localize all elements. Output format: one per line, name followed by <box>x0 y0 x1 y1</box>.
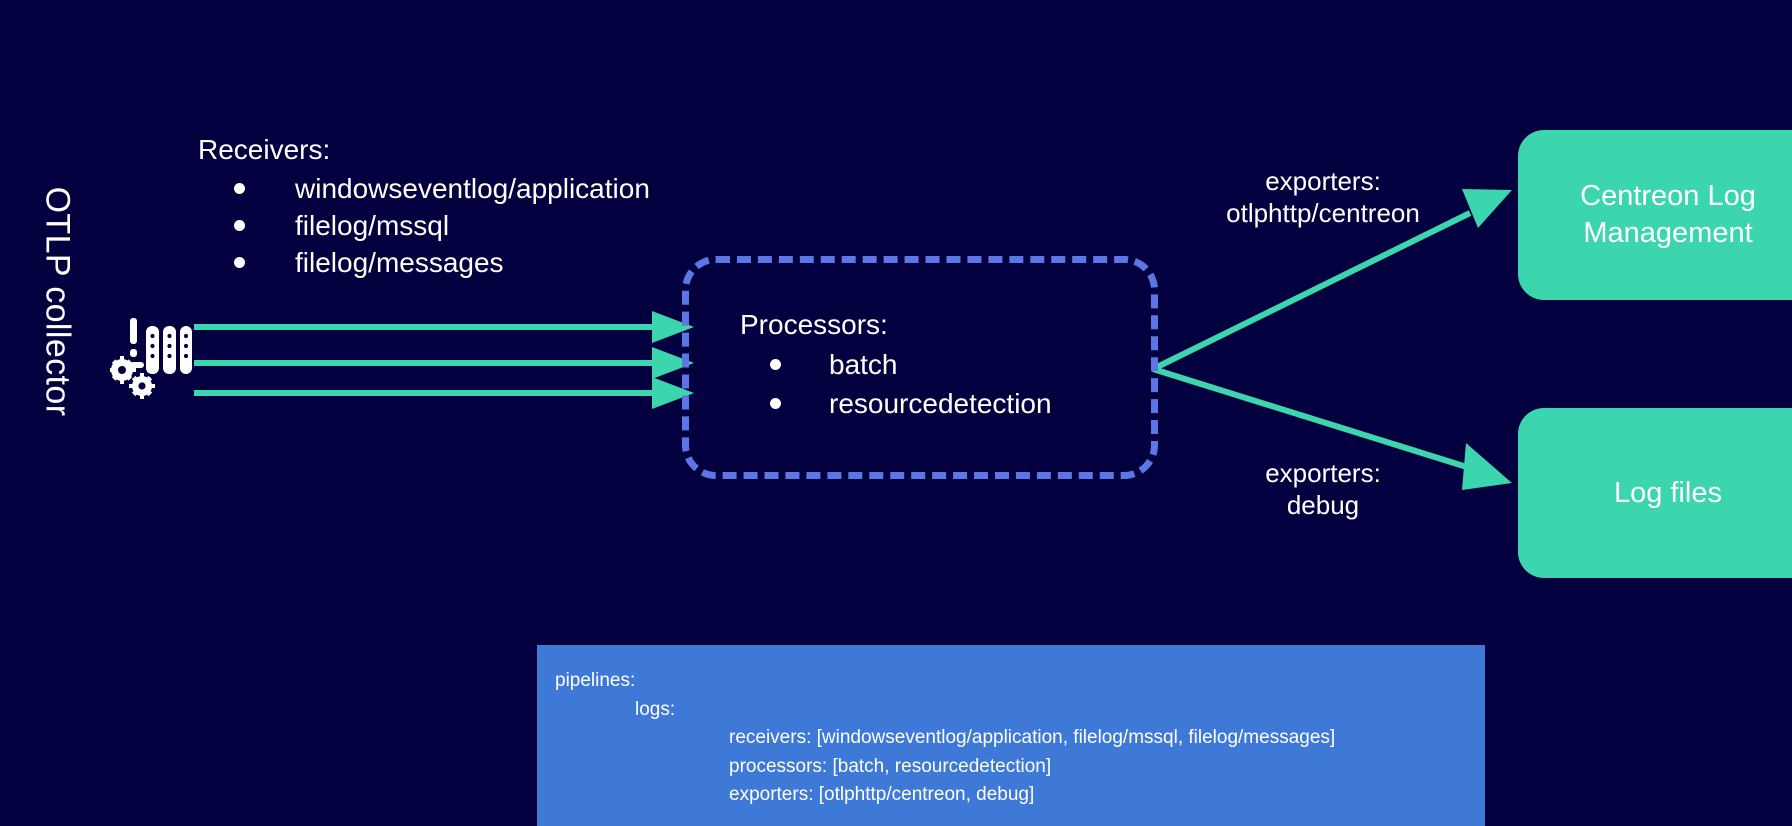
receivers-item-label: filelog/mssql <box>295 210 450 242</box>
config-line-logs: logs: <box>635 698 676 720</box>
destination-centreon-log-management: Centreon Log Management <box>1518 130 1792 300</box>
processors-block: Processors: batch resourcedetection <box>740 308 1052 421</box>
receivers-item-label: filelog/messages <box>295 247 504 279</box>
ingress-arrow <box>194 311 694 343</box>
bullet-icon <box>234 183 245 195</box>
destination-label: Centreon Log Management <box>1580 180 1756 249</box>
processors-container <box>682 256 1158 479</box>
bullet-icon <box>770 398 781 410</box>
bullet-icon <box>234 220 245 232</box>
receivers-item-label: windowseventlog/application <box>295 173 650 205</box>
config-line-exporters: exporters: [otlphttp/centreon, debug] <box>729 784 1035 805</box>
exporter-label-line2: debug <box>1286 489 1360 520</box>
receivers-list: windowseventlog/application filelog/mssq… <box>198 172 650 279</box>
exporter-label-line1: exporters: <box>1265 166 1381 196</box>
pipeline-config-panel: pipelines: logs: receivers: [windowseven… <box>537 645 1485 826</box>
bullet-icon <box>234 257 245 269</box>
receivers-list-item: filelog/mssql <box>198 209 650 242</box>
exporter-label-debug: exporters: debug <box>1178 458 1468 521</box>
receivers-block: Receivers: windowseventlog/application f… <box>198 133 650 279</box>
processors-item-label: resourcedetection <box>829 388 1052 420</box>
config-line-processors: processors: [batch, resourcedetection] <box>729 755 1052 777</box>
exporter-label-line1: exporters: <box>1265 458 1381 488</box>
config-line-pipelines: pipelines: <box>555 670 636 691</box>
processors-item-label: batch <box>829 348 898 380</box>
config-line-receivers: receivers: [windowseventlog/application,… <box>729 727 1336 748</box>
destination-label: Log files <box>1613 476 1722 509</box>
processors-heading: Processors: <box>740 309 888 340</box>
receivers-list-item: windowseventlog/application <box>198 172 650 205</box>
exporter-label-centreon: exporters: otlphttp/centreon <box>1178 166 1468 229</box>
server-rack-gears-icon <box>108 318 192 402</box>
receivers-heading: Receivers: <box>198 134 331 165</box>
destination-log-files: Log files <box>1518 408 1792 578</box>
processors-list: batch resourcedetection <box>740 348 1052 421</box>
processors-list-item: resourcedetection <box>740 387 1052 421</box>
exporter-label-line2: otlphttp/centreon <box>1226 197 1420 228</box>
ingress-arrow <box>194 347 694 379</box>
processors-list-item: batch <box>740 348 1052 382</box>
bullet-icon <box>770 358 781 370</box>
otlp-collector-label: OTLP collector <box>38 186 77 417</box>
ingress-arrow <box>194 377 694 409</box>
receivers-list-item: filelog/messages <box>198 246 650 279</box>
